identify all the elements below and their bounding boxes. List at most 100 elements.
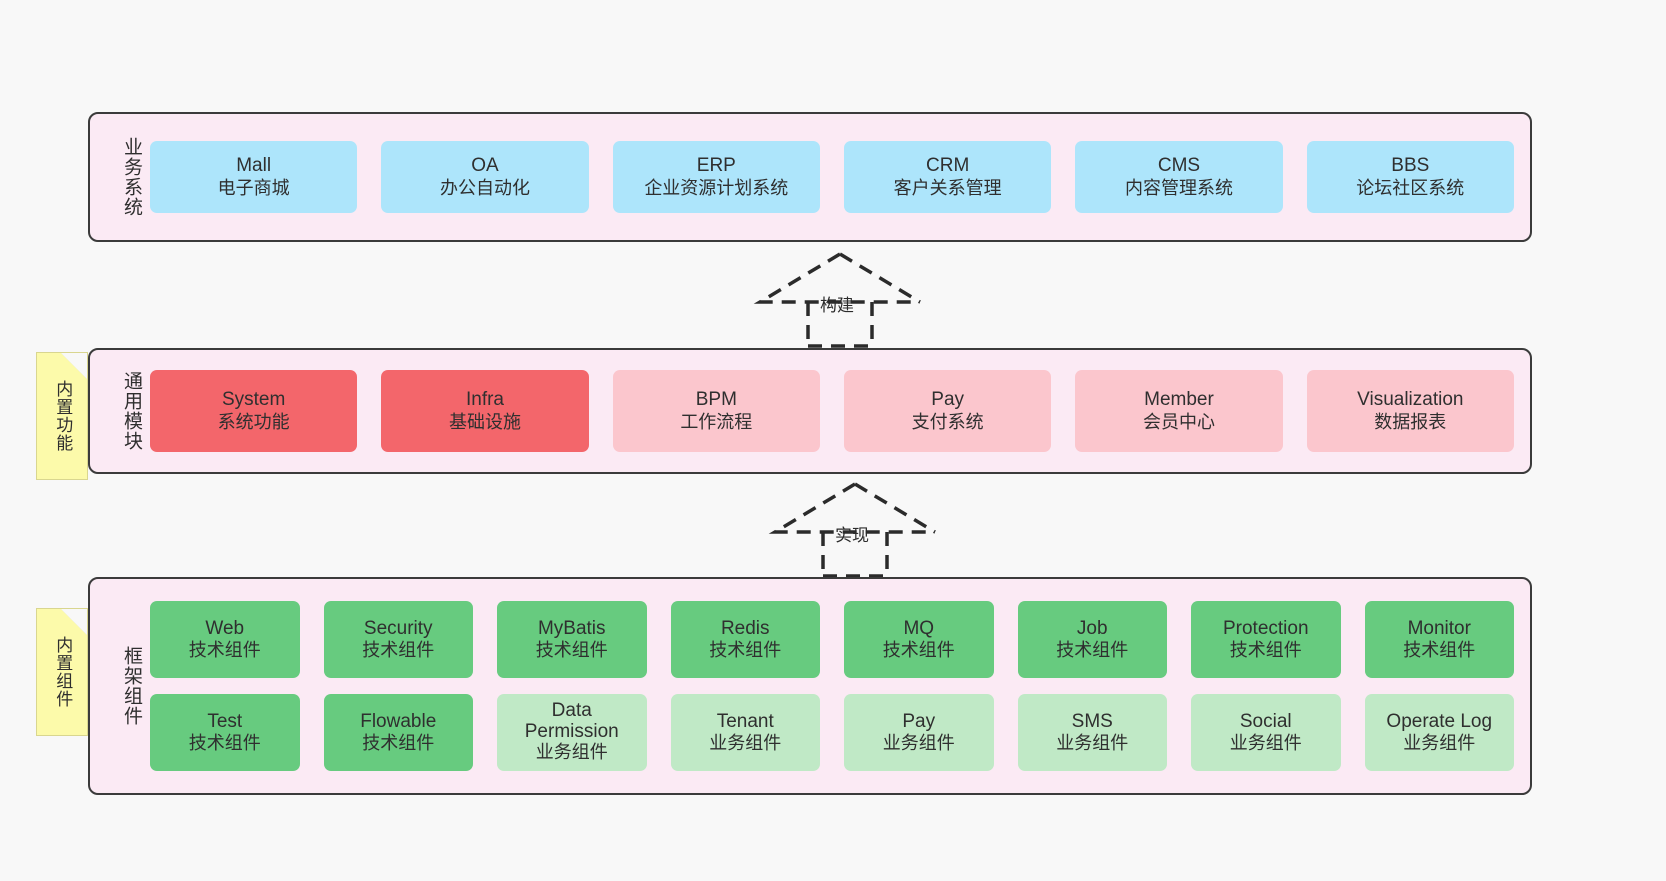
layer-framework-component: 框架组件 Web 技术组件 Security 技术组件 MyBatis 技术组件… bbox=[88, 577, 1532, 795]
node-subtitle: 技术组件 bbox=[1056, 640, 1129, 661]
connector-label-build: 构建 bbox=[820, 296, 854, 315]
layer-row: Mall 电子商城 OA 办公自动化 ERP 企业资源计划系统 CRM 客户关系… bbox=[150, 141, 1514, 213]
node-subtitle: 工作流程 bbox=[680, 411, 753, 432]
generalization-triangle-right bbox=[854, 482, 936, 534]
generalization-triangle bbox=[753, 252, 920, 304]
connector-stem bbox=[806, 302, 874, 348]
node-subtitle: 论坛社区系统 bbox=[1356, 177, 1465, 198]
node-subtitle: 技术组件 bbox=[188, 733, 261, 754]
node-subtitle: 业务组件 bbox=[882, 733, 955, 754]
node-operate-log[interactable]: Operate Log 业务组件 bbox=[1364, 694, 1514, 771]
node-title: Monitor bbox=[1407, 617, 1471, 639]
node-subtitle: 业务组件 bbox=[1229, 733, 1302, 754]
node-title: Redis bbox=[720, 617, 770, 639]
layer-business-system: 业务系统 Mall 电子商城 OA 办公自动化 ERP 企业资源计划系统 CRM… bbox=[88, 112, 1532, 242]
node-subtitle: 基础设施 bbox=[448, 411, 521, 432]
node-subtitle: 技术组件 bbox=[362, 640, 435, 661]
node-subtitle: 技术组件 bbox=[362, 733, 435, 754]
node-title: Visualization bbox=[1357, 389, 1464, 411]
node-subtitle: 企业资源计划系统 bbox=[644, 177, 789, 198]
node-web[interactable]: Web 技术组件 bbox=[150, 601, 300, 678]
node-title: Job bbox=[1076, 617, 1108, 639]
node-subtitle: 数据报表 bbox=[1374, 411, 1447, 432]
node-title: OA bbox=[471, 155, 499, 177]
layer-row: System 系统功能 Infra 基础设施 BPM 工作流程 Pay 支付系统… bbox=[150, 370, 1514, 452]
node-title: Flowable bbox=[360, 710, 437, 732]
node-subtitle: 支付系统 bbox=[911, 411, 984, 432]
node-protection[interactable]: Protection 技术组件 bbox=[1191, 601, 1341, 678]
node-title: Member bbox=[1144, 389, 1214, 411]
node-title: SMS bbox=[1071, 710, 1113, 732]
layer-common-module: 通用模块 System 系统功能 Infra 基础设施 BPM 工作流程 Pay… bbox=[88, 348, 1532, 474]
node-subtitle: 技术组件 bbox=[188, 640, 261, 661]
layer-body-module: System 系统功能 Infra 基础设施 BPM 工作流程 Pay 支付系统… bbox=[142, 370, 1530, 452]
node-title: Social bbox=[1239, 710, 1292, 732]
node-infra[interactable]: Infra 基础设施 bbox=[381, 370, 589, 452]
node-title: ERP bbox=[696, 155, 736, 177]
layer-row: Test 技术组件 Flowable 技术组件 Data Permission … bbox=[150, 694, 1514, 771]
node-monitor[interactable]: Monitor 技术组件 bbox=[1364, 601, 1514, 678]
node-oa[interactable]: OA 办公自动化 bbox=[381, 141, 589, 213]
node-title: Pay bbox=[931, 389, 965, 411]
node-title: MyBatis bbox=[537, 617, 606, 639]
node-subtitle: 业务组件 bbox=[1403, 733, 1476, 754]
generalization-triangle-right bbox=[839, 252, 921, 304]
node-subtitle: 电子商城 bbox=[217, 177, 290, 198]
node-title: Data Permission bbox=[524, 699, 619, 742]
node-subtitle: 客户关系管理 bbox=[893, 177, 1002, 198]
node-cms[interactable]: CMS 内容管理系统 bbox=[1075, 141, 1283, 213]
node-subtitle: 会员中心 bbox=[1142, 411, 1215, 432]
node-subtitle: 业务组件 bbox=[709, 733, 782, 754]
node-title: BBS bbox=[1391, 155, 1430, 177]
node-member[interactable]: Member 会员中心 bbox=[1075, 370, 1283, 452]
node-title: Protection bbox=[1222, 617, 1309, 639]
generalization-triangle bbox=[768, 482, 935, 534]
connector-label-implement: 实现 bbox=[835, 526, 869, 545]
node-title: Test bbox=[207, 710, 243, 732]
node-title: MQ bbox=[903, 617, 935, 639]
node-mall[interactable]: Mall 电子商城 bbox=[150, 141, 358, 213]
node-title: Pay bbox=[902, 710, 936, 732]
node-redis[interactable]: Redis 技术组件 bbox=[670, 601, 820, 678]
node-tenant[interactable]: Tenant 业务组件 bbox=[670, 694, 820, 771]
connector-build: 构建 bbox=[740, 250, 940, 348]
node-subtitle: 技术组件 bbox=[1403, 640, 1476, 661]
node-test[interactable]: Test 技术组件 bbox=[150, 694, 300, 771]
node-security[interactable]: Security 技术组件 bbox=[323, 601, 473, 678]
node-title: Web bbox=[205, 617, 245, 639]
sticky-note-builtin-function: 内置功能 bbox=[36, 352, 88, 480]
node-mybatis[interactable]: MyBatis 技术组件 bbox=[497, 601, 647, 678]
node-crm[interactable]: CRM 客户关系管理 bbox=[843, 141, 1052, 213]
layer-body-framework: Web 技术组件 Security 技术组件 MyBatis 技术组件 Redi… bbox=[142, 601, 1530, 771]
node-subtitle: 业务组件 bbox=[535, 742, 608, 763]
node-title: Infra bbox=[465, 389, 504, 411]
node-bbs[interactable]: BBS 论坛社区系统 bbox=[1306, 141, 1514, 213]
node-subtitle: 业务组件 bbox=[1056, 733, 1129, 754]
node-pay-component[interactable]: Pay 业务组件 bbox=[844, 694, 994, 771]
node-title: Security bbox=[363, 617, 433, 639]
node-flowable[interactable]: Flowable 技术组件 bbox=[323, 694, 473, 771]
node-erp[interactable]: ERP 企业资源计划系统 bbox=[612, 141, 820, 213]
node-job[interactable]: Job 技术组件 bbox=[1017, 601, 1167, 678]
node-pay-module[interactable]: Pay 支付系统 bbox=[843, 370, 1052, 452]
node-social[interactable]: Social 业务组件 bbox=[1191, 694, 1341, 771]
node-bpm[interactable]: BPM 工作流程 bbox=[612, 370, 820, 452]
connector-stem bbox=[821, 532, 889, 578]
node-subtitle: 内容管理系统 bbox=[1124, 177, 1233, 198]
node-title: BPM bbox=[695, 389, 737, 411]
layer-body-business: Mall 电子商城 OA 办公自动化 ERP 企业资源计划系统 CRM 客户关系… bbox=[142, 141, 1530, 213]
layer-title-framework: 框架组件 bbox=[121, 646, 142, 726]
node-data-permission[interactable]: Data Permission 业务组件 bbox=[497, 694, 647, 771]
node-system[interactable]: System 系统功能 bbox=[150, 370, 358, 452]
node-visualization[interactable]: Visualization 数据报表 bbox=[1306, 370, 1514, 452]
node-title: Mall bbox=[236, 155, 272, 177]
node-subtitle: 技术组件 bbox=[882, 640, 955, 661]
node-title: CRM bbox=[926, 155, 970, 177]
node-sms[interactable]: SMS 业务组件 bbox=[1017, 694, 1167, 771]
connector-implement: 实现 bbox=[755, 480, 955, 578]
node-title: CMS bbox=[1157, 155, 1201, 177]
node-mq[interactable]: MQ 技术组件 bbox=[844, 601, 994, 678]
layer-title-business: 业务系统 bbox=[121, 137, 142, 217]
node-subtitle: 技术组件 bbox=[709, 640, 782, 661]
